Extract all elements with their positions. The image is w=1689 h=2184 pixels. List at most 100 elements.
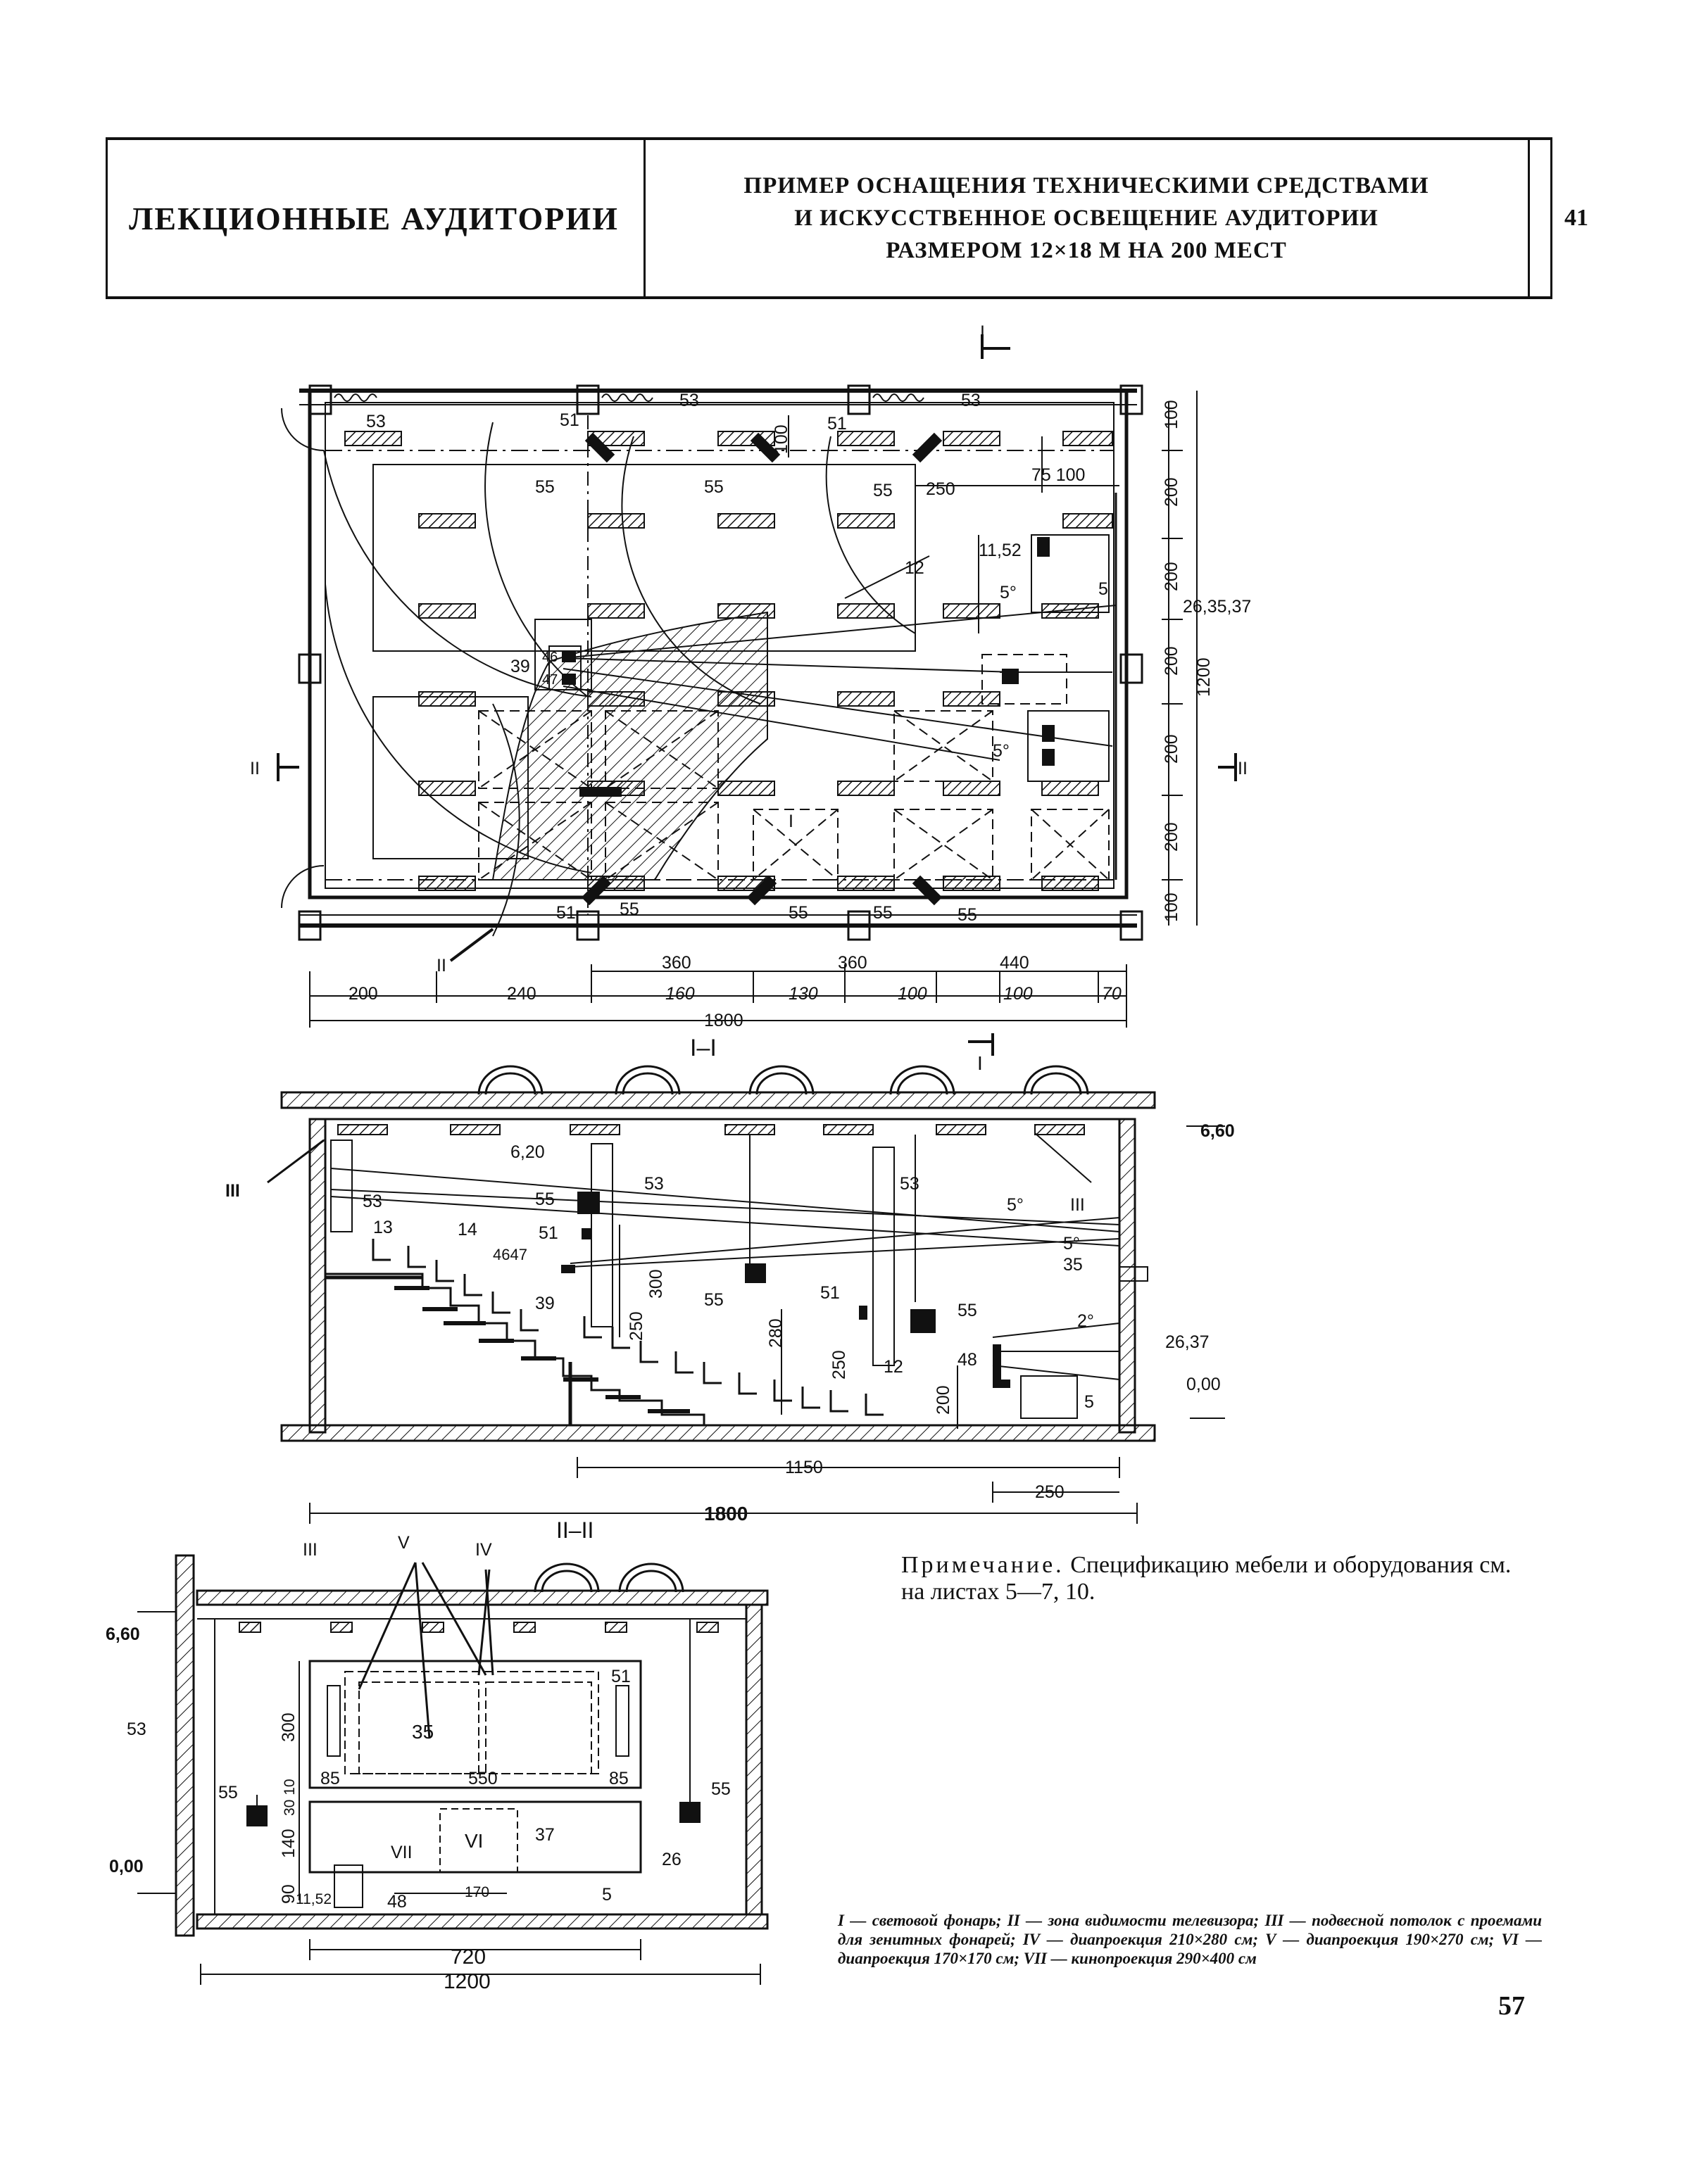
dim-250: 250 xyxy=(829,1350,849,1380)
tv-visibility-zone xyxy=(491,611,768,880)
label-55: 55 xyxy=(711,1779,731,1799)
label-100: 100 xyxy=(772,424,791,454)
angle-5: 5° xyxy=(1007,1195,1024,1215)
note-title: Примечание. xyxy=(901,1552,1065,1578)
dim-1200: 1200 xyxy=(1194,657,1214,697)
dim-200: 200 xyxy=(934,1385,953,1415)
label-51: 51 xyxy=(827,414,847,434)
label-55: 55 xyxy=(535,477,555,497)
label-46-47: 4647 xyxy=(493,1246,527,1263)
dim-1800: 1800 xyxy=(704,1503,748,1525)
dim-300: 300 xyxy=(646,1269,666,1299)
label-55: 55 xyxy=(704,1290,724,1310)
header-divider xyxy=(1528,140,1530,296)
level-6-60: 6,60 xyxy=(1200,1121,1235,1141)
sheet-title-line-1: ПРИМЕР ОСНАЩЕНИЯ ТЕХНИЧЕСКИМИ СРЕДСТВАМИ xyxy=(743,173,1429,198)
dim-200: 200 xyxy=(349,984,378,1004)
projection-lines xyxy=(330,1168,1120,1380)
note: Примечание. Спецификацию мебели и оборуд… xyxy=(901,1552,1535,1605)
label-51: 51 xyxy=(560,410,579,430)
section-II-II xyxy=(137,1554,769,1985)
label-55: 55 xyxy=(218,1783,238,1803)
dim-440: 440 xyxy=(1000,953,1029,973)
dim-170: 170 xyxy=(465,1884,489,1900)
label-11-52: 11,52 xyxy=(979,541,1022,560)
label-53: 53 xyxy=(961,391,981,410)
dim-85: 85 xyxy=(320,1769,340,1788)
loudspeakers xyxy=(562,432,1055,906)
label-39: 39 xyxy=(510,657,530,676)
label-55: 55 xyxy=(620,900,639,919)
section-II-II-labels: III V IV 6,60 53 51 300 35 85 550 85 30 … xyxy=(106,1533,731,1993)
dim-200: 200 xyxy=(1162,734,1181,764)
label-53: 53 xyxy=(366,412,386,431)
section-markers xyxy=(277,334,1237,1056)
page-number: 57 xyxy=(1498,1991,1525,2021)
dim-360: 360 xyxy=(662,953,691,973)
legend: I — световой фонарь; II — зона видимости… xyxy=(838,1912,1542,1967)
dim-100: 100 xyxy=(1162,400,1181,429)
label-26-35-37: 26,35,37 xyxy=(1183,597,1251,617)
dim-140: 140 xyxy=(279,1829,299,1858)
dim-200: 200 xyxy=(1162,477,1181,507)
label-VII: VII xyxy=(391,1843,413,1862)
section-title-I-I: I–I xyxy=(690,1035,717,1061)
dim-70: 70 xyxy=(1102,984,1122,1004)
label-13: 13 xyxy=(373,1218,393,1237)
dim-85: 85 xyxy=(609,1769,629,1788)
angle-5: 5° xyxy=(1063,1234,1080,1254)
label-51: 51 xyxy=(556,903,576,923)
dim-200: 200 xyxy=(1162,646,1181,676)
level-0-00: 0,00 xyxy=(1186,1375,1221,1394)
header-border-left xyxy=(106,140,108,296)
label-51: 51 xyxy=(820,1283,840,1303)
dim-30-10: 30 10 xyxy=(282,1779,298,1816)
label-5-degrees: 5° xyxy=(1000,583,1017,602)
label-47: 47 xyxy=(542,672,558,688)
label-III: III xyxy=(1070,1195,1085,1215)
label-5: 5 xyxy=(1084,1392,1094,1412)
label-37: 37 xyxy=(535,1825,555,1845)
level-6-60: 6,60 xyxy=(106,1624,140,1644)
section-I-I xyxy=(267,1065,1225,1524)
dim-160: 160 xyxy=(665,984,695,1004)
label-V: V xyxy=(398,1533,410,1553)
label-55: 55 xyxy=(873,481,893,500)
section-I-I-labels: III 6,20 6,60 53 53 53 55 13 14 51 4647 … xyxy=(225,1121,1235,1525)
header-divider xyxy=(643,140,646,296)
section-mark-II-right: II xyxy=(1238,759,1248,778)
label-26: 26 xyxy=(662,1850,682,1869)
dim-550: 550 xyxy=(468,1769,498,1788)
label-55: 55 xyxy=(535,1189,555,1209)
sheet-title-line-3: РАЗМЕРОМ 12×18 М НА 200 МЕСТ xyxy=(886,238,1287,263)
skylight-domes xyxy=(477,1065,1089,1095)
plan-labels: 53 53 53 51 51 51 55 55 55 55 55 55 55 1… xyxy=(250,322,1251,1030)
header-border-right xyxy=(1550,140,1552,296)
dim-100: 100 xyxy=(1003,984,1033,1004)
note-text: Спецификацию мебели и оборудования см. н… xyxy=(901,1552,1512,1605)
dim-720: 720 xyxy=(451,1945,486,1969)
label-IV: IV xyxy=(475,1540,492,1560)
label-11-52: 11,52 xyxy=(296,1891,332,1907)
label-48: 48 xyxy=(387,1892,407,1912)
angle-2: 2° xyxy=(1077,1311,1094,1331)
label-48: 48 xyxy=(957,1350,977,1370)
label-55: 55 xyxy=(873,903,893,923)
label-55: 55 xyxy=(789,903,808,923)
label-39: 39 xyxy=(535,1294,555,1313)
dim-250: 250 xyxy=(1035,1482,1065,1502)
columns xyxy=(298,384,1143,941)
label-zone-II: II xyxy=(437,956,446,976)
label-5: 5 xyxy=(602,1885,612,1905)
label-35: 35 xyxy=(1063,1255,1083,1275)
dim-360: 360 xyxy=(838,953,867,973)
section-mark-I: I xyxy=(977,1052,983,1074)
seats xyxy=(372,1239,884,1416)
label-26-37: 26,37 xyxy=(1165,1332,1210,1352)
label-VI: VI xyxy=(465,1830,483,1852)
sheet-title-line-2: И ИСКУССТВЕННОЕ ОСВЕЩЕНИЕ АУДИТОРИИ xyxy=(794,206,1379,231)
label-51: 51 xyxy=(611,1667,631,1686)
label-III: III xyxy=(303,1540,318,1560)
label-250: 250 xyxy=(926,479,955,499)
